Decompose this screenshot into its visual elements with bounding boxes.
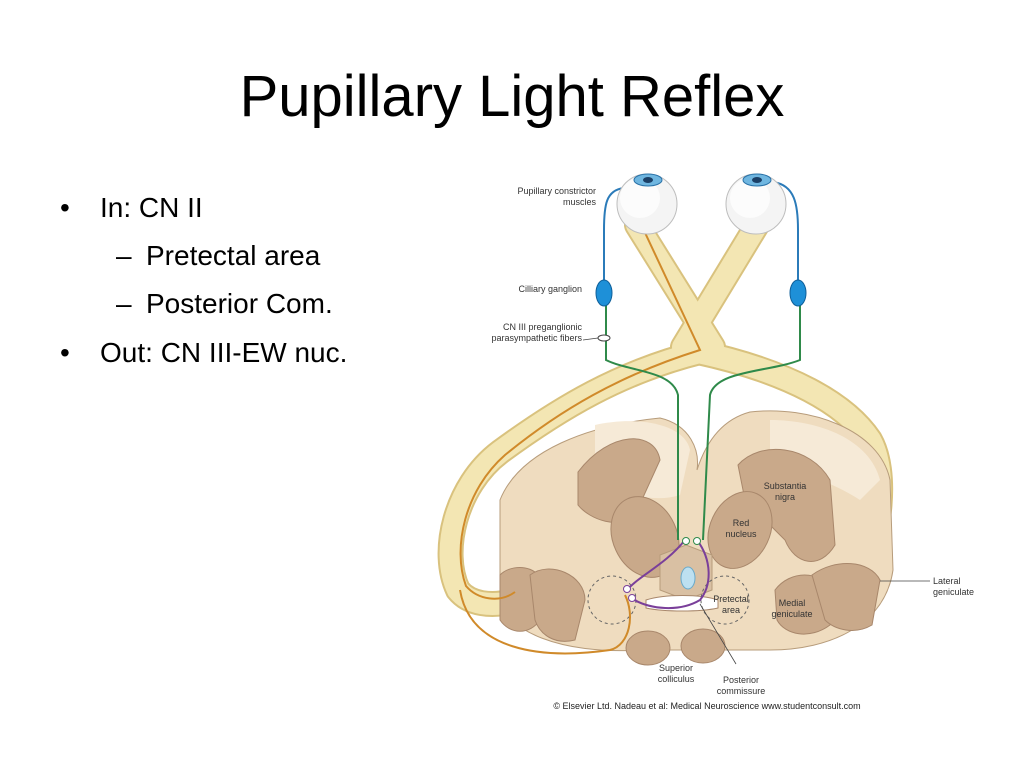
efferent-path-right bbox=[702, 300, 801, 541]
posterior-commissure-leader bbox=[699, 603, 737, 665]
ew-nucleus-neuron bbox=[693, 537, 701, 545]
label-substantia-nigra: Substantia bbox=[764, 481, 807, 491]
cn3-leader-line bbox=[582, 337, 599, 341]
eye-left bbox=[616, 173, 678, 235]
pupillary-reflex-diagram: Pupillary constrictor muscles Cilliary g… bbox=[430, 160, 1010, 720]
label-medial-geniculate: Medial bbox=[779, 598, 806, 608]
ciliary-ganglion-left bbox=[595, 279, 613, 307]
label-ciliary-ganglion: Cilliary ganglion bbox=[518, 284, 582, 294]
ciliary-nerve-right bbox=[772, 181, 799, 290]
label-red-nucleus: Red bbox=[733, 518, 750, 528]
cn3-fiber-marker bbox=[597, 334, 611, 342]
bullet-text: Posterior Com. bbox=[146, 288, 333, 319]
afferent-crossing-path bbox=[459, 589, 631, 655]
label-posterior-commissure: Posterior bbox=[723, 675, 759, 685]
label-superior-colliculus: Superior bbox=[659, 663, 693, 673]
label-superior-colliculus: colliculus bbox=[658, 674, 695, 684]
pretectal-neuron bbox=[623, 585, 631, 593]
eye-right bbox=[725, 173, 787, 235]
afferent-path bbox=[459, 221, 702, 600]
label-pupillary-constrictor: Pupillary constrictor bbox=[517, 186, 596, 196]
bullet-text: In: CN II bbox=[100, 192, 203, 223]
label-pupillary-constrictor: muscles bbox=[563, 197, 597, 207]
bullet-marker: – bbox=[116, 240, 132, 271]
pretectal-path bbox=[626, 539, 710, 610]
label-medial-geniculate: geniculate bbox=[771, 609, 812, 619]
label-cn3-fibers: parasympathetic fibers bbox=[491, 333, 582, 343]
bullet-marker: – bbox=[116, 288, 132, 319]
label-substantia-nigra: nigra bbox=[775, 492, 795, 502]
bullet-text: Out: CN III-EW nuc. bbox=[100, 337, 348, 368]
efferent-path-left bbox=[605, 300, 679, 540]
pretectal-neuron bbox=[628, 594, 636, 602]
bullet-marker: • bbox=[60, 192, 70, 223]
label-lateral-geniculate: Lateral bbox=[933, 576, 961, 586]
diagram-svg: Pupillary constrictor muscles Cilliary g… bbox=[437, 173, 974, 711]
label-pretectal-area: area bbox=[722, 605, 740, 615]
label-pretectal-area: Pretectal bbox=[713, 594, 749, 604]
label-posterior-commissure: commissure bbox=[717, 686, 766, 696]
label-red-nucleus: nucleus bbox=[725, 529, 757, 539]
ciliary-ganglion-right bbox=[789, 279, 807, 307]
ciliary-nerve-left bbox=[603, 187, 625, 290]
label-lateral-geniculate: geniculate bbox=[933, 587, 974, 597]
optic-pathway bbox=[437, 212, 894, 617]
label-cn3-fibers: CN III preganglionic bbox=[503, 322, 583, 332]
bullet-text: Pretectal area bbox=[146, 240, 321, 271]
bullet-marker: • bbox=[60, 337, 70, 368]
nuclei bbox=[499, 438, 881, 666]
figure-credit: © Elsevier Ltd. Nadeau et al: Medical Ne… bbox=[553, 701, 860, 711]
ew-nucleus-neuron bbox=[682, 537, 690, 545]
slide-title: Pupillary Light Reflex bbox=[239, 64, 785, 129]
